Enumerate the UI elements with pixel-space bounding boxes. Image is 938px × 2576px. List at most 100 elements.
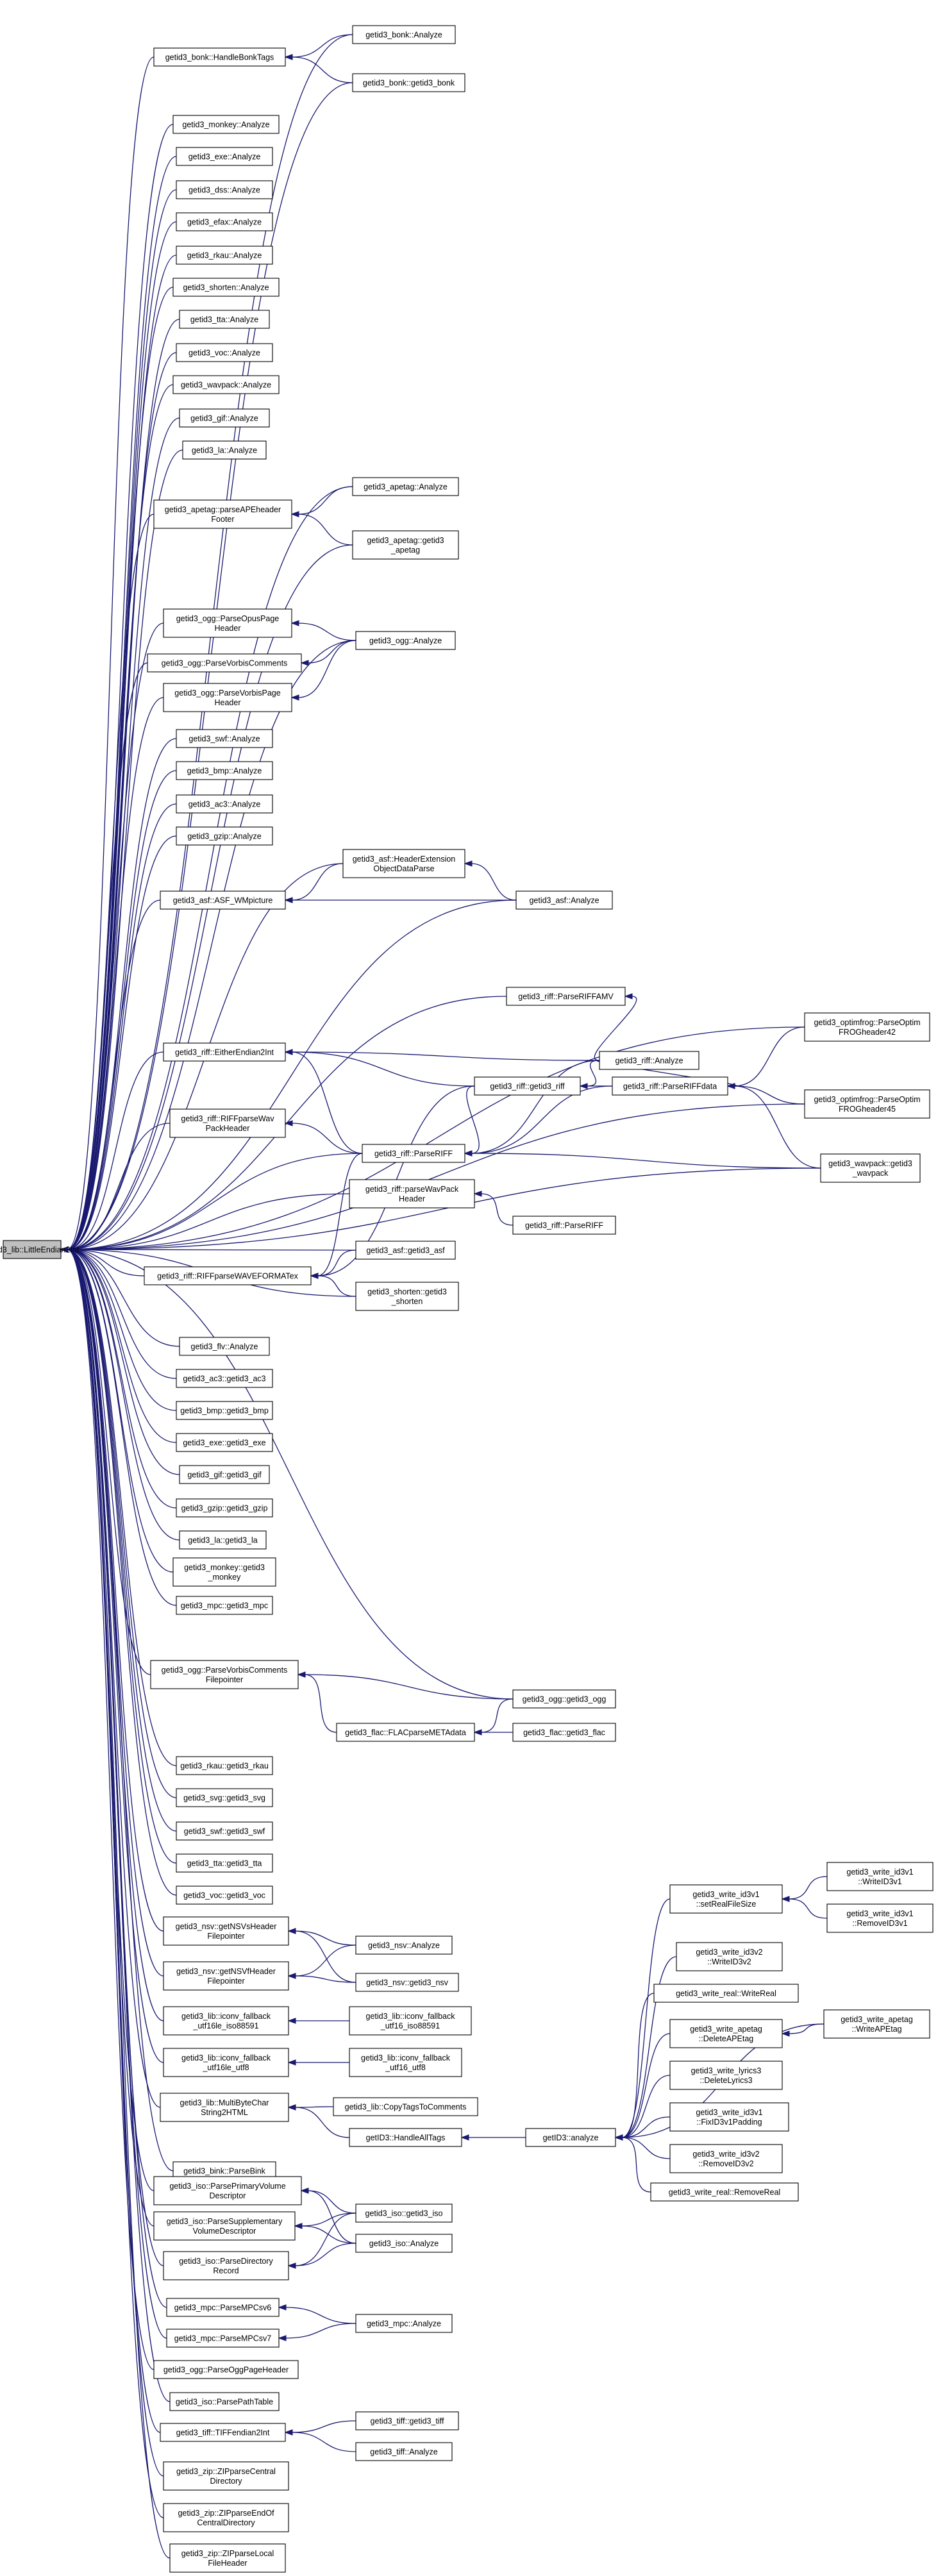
node-exe-analyze[interactable]: getid3_exe::Analyze [176, 147, 273, 166]
node-riff-analyze[interactable]: getid3_riff::Analyze [599, 1051, 699, 1070]
node-real-remove[interactable]: getid3_write_real::RemoveReal [650, 2182, 799, 2202]
node-wavpack-ctor[interactable]: getid3_wavpack::getid3_wavpack [820, 1153, 921, 1183]
node-handle-all[interactable]: getID3::HandleAllTags [349, 2128, 462, 2147]
node-lyrics-delete[interactable]: getid3_write_lyrics3::DeleteLyrics3 [669, 2061, 783, 2090]
node-copy-tags[interactable]: getid3_lib::CopyTagsToComments [333, 2097, 478, 2116]
node-shorten-ctor[interactable]: getid3_shorten::getid3_shorten [355, 1282, 459, 1311]
node-riff-data[interactable]: getid3_riff::ParseRIFFdata [612, 1076, 728, 1096]
node-getid3-analyze[interactable]: getID3::analyze [525, 2128, 616, 2147]
node-apetag-delete[interactable]: getid3_write_apetag::DeleteAPEtag [669, 2019, 783, 2048]
node-ac3-ctor[interactable]: getid3_ac3::getid3_ac3 [176, 1369, 273, 1388]
node-gzip-ctor[interactable]: getid3_gzip::getid3_gzip [176, 1498, 273, 1518]
node-wavpack-analyze[interactable]: getid3_wavpack::Analyze [172, 375, 280, 394]
node-iconv88591[interactable]: getid3_lib::iconv_fallback_utf16le_iso88… [163, 2006, 289, 2036]
node-svg-ctor[interactable]: getid3_svg::getid3_svg [176, 1788, 273, 1807]
node-id3v1-fix[interactable]: getid3_write_id3v1::FixID3v1Padding [669, 2102, 789, 2132]
node-rsv-ctor[interactable]: getid3_nsv::getid3_nsv [355, 1973, 459, 1992]
root-node[interactable]: getid3_lib::LittleEndian2Int [0, 1240, 80, 1259]
node-bonk-handle[interactable]: getid3_bonk::HandleBonkTags [153, 47, 286, 67]
node-apetag-analyze[interactable]: getid3_apetag::Analyze [352, 477, 459, 496]
node-monkey-ctor[interactable]: getid3_monkey::getid3_monkey [172, 1557, 276, 1587]
node-iconv-utf8[interactable]: getid3_lib::iconv_fallback_utf16le_utf8 [163, 2048, 289, 2077]
node-iso-ctor[interactable]: getid3_iso::getid3_iso [355, 2204, 453, 2223]
node-flv-analyze[interactable]: getid3_flv::Analyze [179, 1337, 270, 1356]
node-id3v1-remove[interactable]: getid3_write_id3v1::RemoveID3v1 [826, 1903, 934, 1933]
node-iso-analyze[interactable]: getid3_iso::Analyze [355, 2234, 453, 2253]
node-voc-analyze[interactable]: getid3_voc::Analyze [176, 343, 273, 362]
node-riff-parse-riff2[interactable]: getid3_riff::ParseRIFF [512, 1216, 616, 1235]
node-tiff-endian[interactable]: getid3_tiff::TIFFendian2Int [160, 2423, 286, 2442]
node-tta-ctor[interactable]: getid3_tta::getid3_tta [176, 1853, 273, 1873]
node-rkau-ctor[interactable]: getid3_rkau::getid3_rkau [176, 1756, 273, 1775]
node-iso-supp[interactable]: getid3_iso::ParseSupplementaryVolumeDesc… [153, 2211, 296, 2241]
node-swf-analyze[interactable]: getid3_swf::Analyze [176, 729, 273, 748]
node-voc-ctor[interactable]: getid3_voc::getid3_voc [176, 1886, 273, 1905]
node-iso-path-table[interactable]: getid3_iso::ParsePathTable [169, 2392, 280, 2411]
node-tiff-ctor[interactable]: getid3_tiff::getid3_tiff [355, 2411, 459, 2430]
node-dss-analyze[interactable]: getid3_dss::Analyze [176, 180, 273, 199]
node-gif-analyze[interactable]: getid3_gif::Analyze [179, 408, 270, 428]
node-bonk-analyze[interactable]: getid3_bonk::Analyze [352, 25, 456, 44]
node-id3v1-set-real[interactable]: getid3_write_id3v1::setRealFileSize [669, 1884, 783, 1914]
node-asf-analyze[interactable]: getid3_asf::Analyze [515, 891, 613, 910]
node-la-analyze[interactable]: getid3_la::Analyze [182, 440, 267, 460]
node-zip-end[interactable]: getid3_zip::ZIPparseEndOfCentralDirector… [163, 2503, 289, 2532]
node-apetag-ctor[interactable]: getid3_apetag::getid3_apetag [352, 530, 459, 560]
node-efax-analyze[interactable]: getid3_efax::Analyze [176, 212, 273, 231]
node-asf-ctor[interactable]: getid3_asf::getid3_asf [355, 1241, 456, 1260]
node-riff-wave-fmt[interactable]: getid3_riff::RIFFparseWAVEFORMATex [144, 1266, 312, 1285]
node-shorten-analyze[interactable]: getid3_shorten::Analyze [172, 278, 280, 297]
node-apetag-write[interactable]: getid3_write_apetag::WriteAPEtag [823, 2009, 930, 2039]
node-riff-parse[interactable]: getid3_riff::ParseRIFF [362, 1144, 465, 1163]
node-la-ctor[interactable]: getid3_la::getid3_la [179, 1530, 267, 1550]
node-iconv16-utf8[interactable]: getid3_lib::iconv_fallback_utf16_utf8 [349, 2048, 462, 2077]
node-ogg-ctor[interactable]: getid3_ogg::getid3_ogg [512, 1689, 616, 1709]
node-asf-header-ext[interactable]: getid3_asf::HeaderExtensionObjectDataPar… [342, 849, 465, 878]
node-tta-analyze[interactable]: getid3_tta::Analyze [179, 310, 270, 329]
node-gzip-analyze[interactable]: getid3_gzip::Analyze [176, 826, 273, 846]
node-real-write[interactable]: getid3_write_real::WriteReal [653, 1984, 799, 2003]
node-iconv16-88591[interactable]: getid3_lib::iconv_fallback_utf16_iso8859… [349, 2006, 472, 2036]
node-gif-ctor[interactable]: getid3_gif::getid3_gif [179, 1465, 270, 1484]
node-mpc-ctor[interactable]: getid3_mpc::getid3_mpc [176, 1596, 273, 1615]
node-ac3-analyze[interactable]: getid3_ac3::Analyze [176, 794, 273, 814]
node-tiff-analyze[interactable]: getid3_tiff::Analyze [355, 2442, 453, 2461]
node-monkey-analyze[interactable]: getid3_monkey::Analyze [172, 115, 280, 134]
node-swf-ctor[interactable]: getid3_swf::getid3_swf [176, 1821, 273, 1841]
node-mpc-analyze[interactable]: getid3_mpc::Analyze [355, 2314, 453, 2333]
node-asf-wm[interactable]: getid3_asf::ASF_WMpicture [160, 891, 286, 910]
node-id3v2-remove[interactable]: getid3_write_id3v2::RemoveID3v2 [669, 2144, 783, 2173]
node-exe-ctor[interactable]: getid3_exe::getid3_exe [176, 1433, 273, 1452]
node-id3v1-write[interactable]: getid3_write_id3v1::WriteID3v1 [826, 1862, 934, 1891]
node-id3v2-write[interactable]: getid3_write_id3v2::WriteID3v2 [676, 1942, 783, 1971]
node-bmp-analyze[interactable]: getid3_bmp::Analyze [176, 761, 273, 780]
node-riff-ctor[interactable]: getid3_riff::getid3_riff [474, 1076, 581, 1096]
node-flac-meta[interactable]: getid3_flac::FLACparseMETAdata [336, 1723, 475, 1742]
node-ogg-vorbis-fp[interactable]: getid3_ogg::ParseVorbisCommentsFilepoint… [150, 1660, 299, 1689]
node-ogg-page-header[interactable]: getid3_ogg::ParseOggPageHeader [153, 2360, 299, 2379]
node-riff-amv[interactable]: getid3_riff::ParseRIFFAMV [506, 987, 626, 1006]
node-mpc-sv7[interactable]: getid3_mpc::ParseMPCsv7 [166, 2329, 280, 2348]
node-ogg-analyze[interactable]: getid3_ogg::Analyze [355, 631, 456, 650]
node-riff-either[interactable]: getid3_riff::EitherEndian2Int [163, 1042, 286, 1062]
node-bonk-ctor[interactable]: getid3_bonk::getid3_bonk [352, 73, 465, 92]
node-rsv-analyze[interactable]: getid3_nsv::Analyze [355, 1936, 453, 1955]
node-bmp-ctor[interactable]: getid3_bmp::getid3_bmp [176, 1401, 273, 1420]
node-flac-ctor[interactable]: getid3_flac::getid3_flac [512, 1723, 616, 1742]
node-mpc-sv6[interactable]: getid3_mpc::ParseMPCsv6 [166, 2298, 280, 2317]
node-ogg-vorbis-comments[interactable]: getid3_ogg::ParseVorbisComments [147, 653, 302, 673]
